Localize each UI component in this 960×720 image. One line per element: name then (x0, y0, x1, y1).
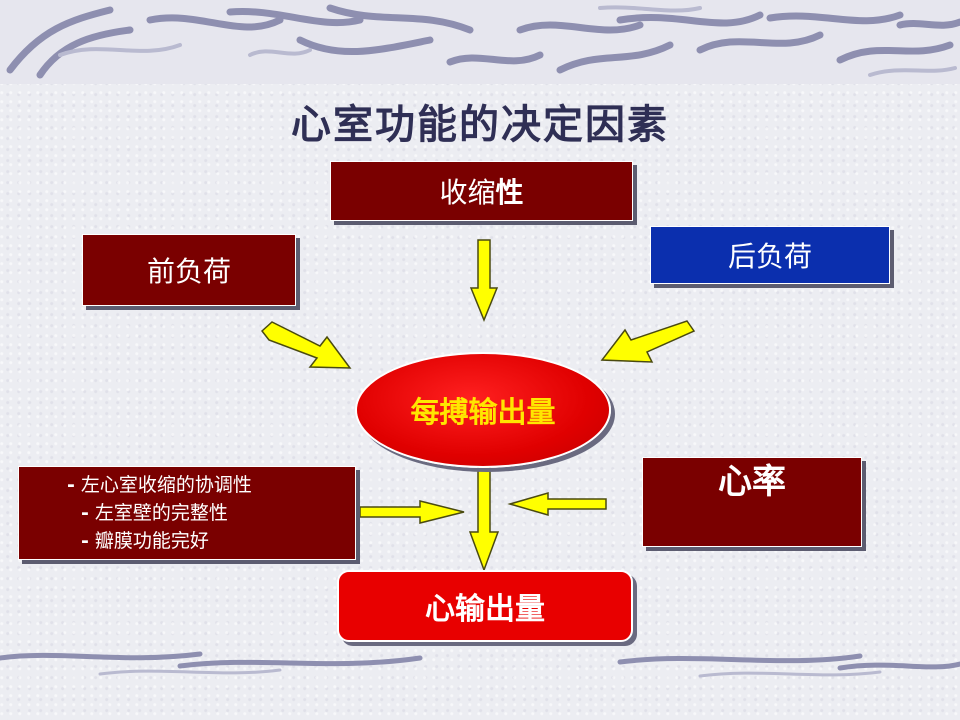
cardiac-output-label: 心输出量 (425, 592, 545, 627)
factor-dash: - (81, 502, 89, 524)
slide-title: 心室功能的决定因素 (291, 102, 669, 148)
contractility-box: 收缩性 (330, 161, 633, 221)
factor-item: -左心室收缩的协调性 (67, 471, 252, 499)
bottom-decorative-band (0, 651, 960, 678)
cardiac-output-box: 心输出量 (337, 570, 633, 642)
ventricular-factors-box: -左心室收缩的协调性 -左室壁的完整性 -瓣膜功能完好 (18, 466, 356, 560)
factor-dash: - (67, 474, 75, 496)
arrow-stroke-to-output (468, 465, 500, 573)
afterload-box: 后负荷 (650, 226, 890, 284)
arrow-preload-diagonal (260, 321, 352, 369)
factor-item: -左室壁的完整性 (67, 499, 228, 527)
contractility-label: 收缩性 (439, 171, 523, 211)
factor-text: 左室壁的完整性 (94, 502, 228, 524)
top-decorative-band (0, 0, 960, 84)
stroke-volume-label: 每搏输出量 (410, 395, 556, 429)
contractility-label-bold: 性 (495, 176, 524, 209)
factor-text: 瓣膜功能完好 (94, 530, 209, 552)
arrow-heartrate-left (507, 492, 607, 516)
heart-rate-label: 心率 (718, 462, 786, 502)
preload-box: 前负荷 (82, 234, 296, 306)
stroke-volume-ellipse: 每搏输出量 (355, 352, 611, 468)
preload-label: 前负荷 (146, 255, 231, 288)
arrow-contractility-down (469, 239, 499, 322)
factor-text: 左心室收缩的协调性 (80, 474, 252, 496)
afterload-label: 后负荷 (727, 240, 812, 273)
factor-item: -瓣膜功能完好 (67, 527, 209, 555)
factor-dash: - (81, 530, 89, 552)
arrow-factors-right (359, 500, 465, 524)
heart-rate-box: 心率 (642, 457, 862, 547)
contractility-label-main: 收缩 (439, 176, 496, 209)
arrow-afterload-diagonal (600, 320, 696, 363)
